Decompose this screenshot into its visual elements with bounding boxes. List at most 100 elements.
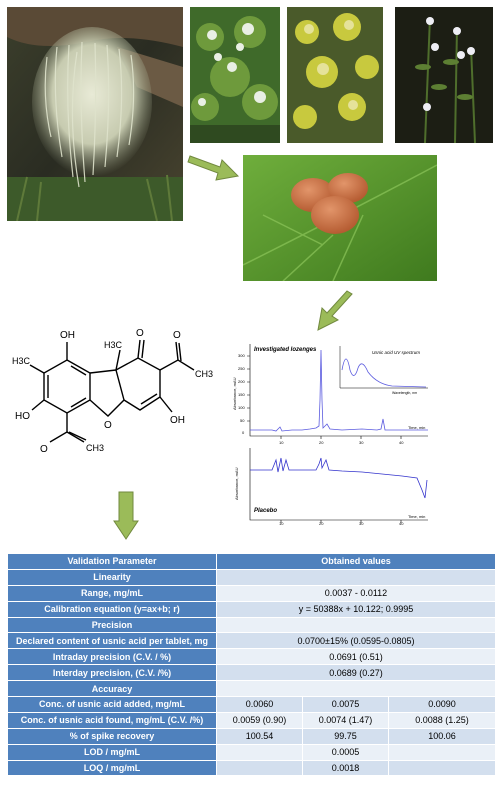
row-value: 100.06 bbox=[388, 727, 496, 745]
header-validation-parameter: Validation Parameter bbox=[7, 553, 217, 570]
atom-h3c-center: H3C bbox=[104, 340, 123, 350]
table-row: LOD / mg/mL 0.0005 bbox=[7, 743, 496, 761]
atom-ch3-bottom: CH3 bbox=[86, 443, 104, 453]
row-label: Accuracy bbox=[7, 680, 217, 698]
row-value: 99.75 bbox=[302, 727, 389, 745]
thyme-plant-photo-1 bbox=[190, 7, 280, 143]
bottom-x-tick-1: 20 bbox=[319, 521, 324, 525]
top-y-tick-5: 50 bbox=[240, 418, 245, 423]
table-row: LOQ / mg/mL 0.0018 bbox=[7, 759, 496, 777]
row-value bbox=[216, 680, 496, 698]
row-label: Conc. of usnic acid added, mg/mL bbox=[7, 696, 217, 713]
row-value bbox=[388, 759, 496, 777]
row-label: Linearity bbox=[7, 568, 217, 586]
inset-x-axis-label: Wavelength, nm bbox=[392, 391, 417, 395]
row-label: Interday precision, (C.V. /%) bbox=[7, 664, 217, 682]
row-label: % of spike recovery bbox=[7, 727, 217, 745]
atom-o-acetyl-right: O bbox=[173, 330, 181, 341]
top-y-tick-3: 150 bbox=[238, 392, 245, 397]
header-obtained-values: Obtained values bbox=[216, 553, 496, 570]
arrow-down-left-icon bbox=[317, 290, 353, 331]
top-y-axis-label: Absorbance, mAU bbox=[232, 377, 237, 410]
bottom-panel-title: Placebo bbox=[254, 508, 277, 514]
top-y-tick-1: 250 bbox=[238, 366, 245, 371]
row-value: y = 50388x + 10.122; 0.9995 bbox=[216, 600, 496, 618]
table-row: Linearity bbox=[7, 568, 496, 586]
top-y-tick-4: 100 bbox=[238, 405, 245, 410]
row-value: 0.0691 (0.51) bbox=[216, 648, 496, 666]
top-y-tick-6: 0 bbox=[242, 430, 245, 435]
atom-ho-left: HO bbox=[15, 411, 30, 422]
table-row: Accuracy bbox=[7, 680, 496, 698]
row-value: 0.0037 - 0.0112 bbox=[216, 584, 496, 602]
row-value bbox=[388, 743, 496, 761]
table-row: Intraday precision (C.V. / %) 0.0691 (0.… bbox=[7, 648, 496, 666]
flowering-herb-photo bbox=[395, 7, 493, 143]
row-label: Precision bbox=[7, 616, 217, 634]
row-label: Declared content of usnic acid per table… bbox=[7, 632, 217, 650]
row-label: Conc. of usnic acid found, mg/mL (C.V. /… bbox=[7, 711, 217, 729]
chromatogram-figure: 300 250 200 150 100 50 0 10 20 30 40 Tim… bbox=[232, 340, 432, 525]
row-value: 0.0700±15% (0.0595-0.0805) bbox=[216, 632, 496, 650]
lozenges-photo bbox=[243, 155, 437, 281]
atom-o-ring: O bbox=[104, 420, 112, 431]
arrow-right-icon bbox=[187, 155, 240, 181]
bottom-y-axis-label: Absorbance, mAU bbox=[234, 467, 239, 500]
table-row: Calibration equation (y=ax+b; r) y = 503… bbox=[7, 600, 496, 618]
table-row: Declared content of usnic acid per table… bbox=[7, 632, 496, 650]
row-value bbox=[216, 616, 496, 634]
top-x-tick-3: 40 bbox=[399, 440, 404, 445]
top-x-tick-1: 20 bbox=[319, 440, 324, 445]
row-value: 0.0005 bbox=[302, 743, 389, 761]
bottom-chromatogram-trace bbox=[250, 457, 428, 499]
table-row: Conc. of usnic acid added, mg/mL 0.0060 … bbox=[7, 696, 496, 713]
row-label: LOQ / mg/mL bbox=[7, 759, 217, 777]
top-x-tick-0: 10 bbox=[279, 440, 284, 445]
row-value: 0.0060 bbox=[216, 696, 303, 713]
table-row: Interday precision, (C.V. /%) 0.0689 (0.… bbox=[7, 664, 496, 682]
row-value bbox=[216, 568, 496, 586]
row-value: 0.0689 (0.27) bbox=[216, 664, 496, 682]
atom-ch3-right: CH3 bbox=[195, 369, 213, 379]
top-x-tick-2: 30 bbox=[359, 440, 364, 445]
row-value: 100.54 bbox=[216, 727, 303, 745]
atom-oh-top: OH bbox=[60, 330, 75, 341]
top-panel-title: Investigated lozenges bbox=[254, 347, 317, 353]
row-value: 0.0074 (1.47) bbox=[302, 711, 389, 729]
row-value bbox=[216, 759, 303, 777]
table-row: Precision bbox=[7, 616, 496, 634]
top-chromatogram-trace bbox=[250, 349, 428, 432]
row-value: 0.0090 bbox=[388, 696, 496, 713]
atom-h3c-left: H3C bbox=[12, 356, 31, 366]
arrow-down-icon bbox=[113, 491, 139, 540]
row-value: 0.0059 (0.90) bbox=[216, 711, 303, 729]
row-label: Intraday precision (C.V. / %) bbox=[7, 648, 217, 666]
row-value: 0.0075 bbox=[302, 696, 389, 713]
bottom-x-tick-2: 30 bbox=[359, 521, 364, 525]
atom-oh-right: OH bbox=[170, 415, 185, 426]
row-label: LOD / mg/mL bbox=[7, 743, 217, 761]
table-row: Conc. of usnic acid found, mg/mL (C.V. /… bbox=[7, 711, 496, 729]
inset-title: Usnic acid UV spectrum bbox=[372, 350, 420, 355]
row-value: 0.0018 bbox=[302, 759, 389, 777]
usnea-lichen-photo bbox=[7, 7, 183, 221]
bottom-x-axis-label: Time, min bbox=[408, 514, 425, 519]
bottom-x-tick-0: 10 bbox=[279, 521, 284, 525]
table-row: % of spike recovery 100.54 99.75 100.06 bbox=[7, 727, 496, 745]
atom-o-acetyl-bottom: O bbox=[40, 444, 48, 455]
validation-table: Validation Parameter Obtained values Lin… bbox=[7, 553, 496, 777]
row-label: Calibration equation (y=ax+b; r) bbox=[7, 600, 217, 618]
row-value bbox=[216, 743, 303, 761]
atom-o-top: O bbox=[136, 328, 144, 339]
row-value: 0.0088 (1.25) bbox=[388, 711, 496, 729]
bottom-x-tick-3: 40 bbox=[399, 521, 404, 525]
usnic-acid-structure: OH O H3C H3C CH3 O HO O OH O CH3 bbox=[10, 320, 225, 480]
top-y-tick-2: 200 bbox=[238, 379, 245, 384]
table-header-row: Validation Parameter Obtained values bbox=[7, 553, 496, 570]
inset-uv-spectrum-trace bbox=[341, 358, 427, 388]
row-label: Range, mg/mL bbox=[7, 584, 217, 602]
top-x-axis-label: Time, min bbox=[408, 425, 425, 430]
table-row: Range, mg/mL 0.0037 - 0.0112 bbox=[7, 584, 496, 602]
top-y-tick-0: 300 bbox=[238, 353, 245, 358]
thyme-plant-photo-2 bbox=[287, 7, 383, 143]
